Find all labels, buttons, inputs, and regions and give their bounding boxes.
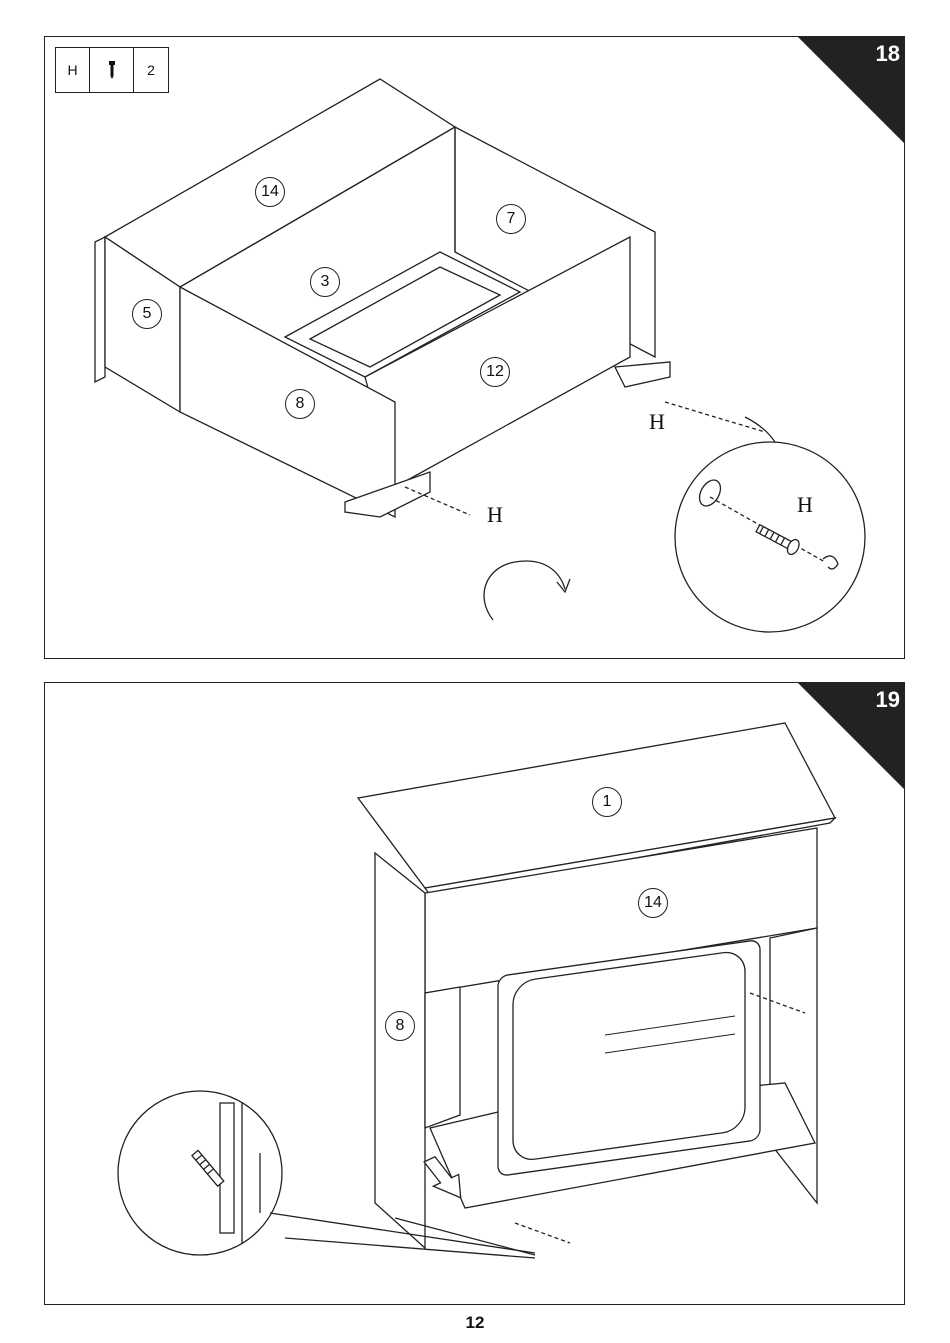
part-label-7: 7 — [496, 204, 526, 234]
part-label-5: 5 — [132, 299, 162, 329]
step-number: 19 — [876, 687, 900, 713]
step-badge: 19 — [796, 682, 905, 791]
part-label-1: 1 — [592, 787, 622, 817]
step-badge: 18 — [796, 36, 905, 145]
hardware-quantity: 2 — [134, 48, 168, 92]
part-label-8: 8 — [385, 1011, 415, 1041]
step-18-panel: H 2 18 14 7 3 5 12 8 H H H — [44, 36, 905, 659]
part-label-12: 12 — [480, 357, 510, 387]
part-label-8: 8 — [285, 389, 315, 419]
hardware-box: H 2 — [55, 47, 169, 93]
step-19-panel: 19 1 14 8 — [44, 682, 905, 1305]
step-18-illustration — [45, 37, 905, 659]
screw-label-h-left: H — [487, 502, 503, 528]
screw-label-h-right: H — [649, 409, 665, 435]
screw-label-h-callout: H — [797, 492, 813, 518]
part-label-14: 14 — [638, 888, 668, 918]
step-number: 18 — [876, 41, 900, 67]
page-number: 12 — [0, 1313, 950, 1333]
screw-icon — [90, 48, 134, 92]
part-label-3: 3 — [310, 267, 340, 297]
hardware-letter: H — [56, 48, 90, 92]
step-19-illustration — [45, 683, 905, 1305]
part-label-14: 14 — [255, 177, 285, 207]
